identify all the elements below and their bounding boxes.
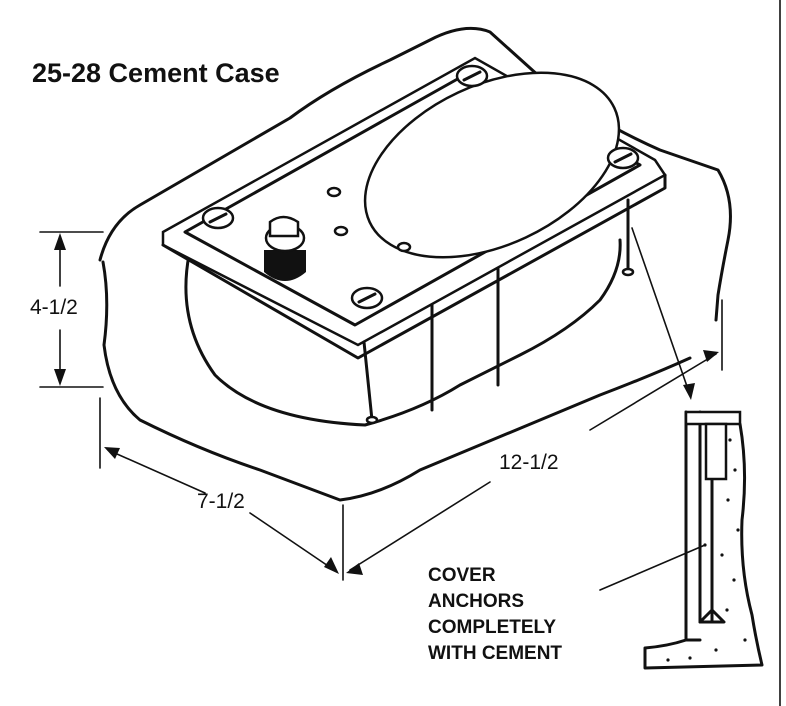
height-dimension-label: 4-1/2 <box>30 296 78 319</box>
corner-screw-left <box>201 206 235 230</box>
length-dim-line-left <box>349 481 491 571</box>
detail-leader-line <box>631 227 691 396</box>
note-line-2: ANCHORS <box>428 591 525 612</box>
width-dim-line-left <box>107 449 206 494</box>
stud-2 <box>333 225 349 237</box>
height-arrow-bottom <box>54 369 66 386</box>
case-body <box>184 238 622 427</box>
width-dim-line-right <box>249 512 338 573</box>
height-arrow-top <box>54 233 66 250</box>
cement-slab-outline <box>98 26 732 502</box>
anchor-right <box>621 198 635 277</box>
note-line-3: COMPLETELY <box>428 617 557 638</box>
diagram-title: 25-28 Cement Case <box>32 58 280 88</box>
note-leader-line <box>599 544 706 591</box>
corner-screw-top <box>455 64 489 88</box>
length-dim-line-right <box>589 353 717 431</box>
width-dimension-label: 7-1/2 <box>197 490 245 513</box>
cross-section-detail <box>643 410 764 670</box>
cement-note: COVER ANCHORS COMPLETELY WITH CEMENT <box>428 563 562 667</box>
corner-screw-right <box>606 146 640 170</box>
meter-lid <box>363 71 621 259</box>
length-arrow-left <box>346 563 363 575</box>
cover-inner-frame <box>183 70 642 327</box>
anchor-left <box>362 340 379 425</box>
length-dimension-label: 12-1/2 <box>499 451 559 474</box>
cover-edge <box>161 173 667 360</box>
stud-3 <box>396 241 412 253</box>
note-line-1: COVER <box>428 565 496 586</box>
width-arrow-left <box>104 447 120 459</box>
corner-screw-bottom <box>350 286 384 310</box>
valve-knob <box>264 215 306 281</box>
detail-leader-arrow <box>683 383 695 400</box>
width-arrow-right <box>324 557 339 574</box>
note-line-4: WITH CEMENT <box>428 643 563 664</box>
length-arrow-right <box>703 350 719 362</box>
stud-1 <box>326 186 342 198</box>
